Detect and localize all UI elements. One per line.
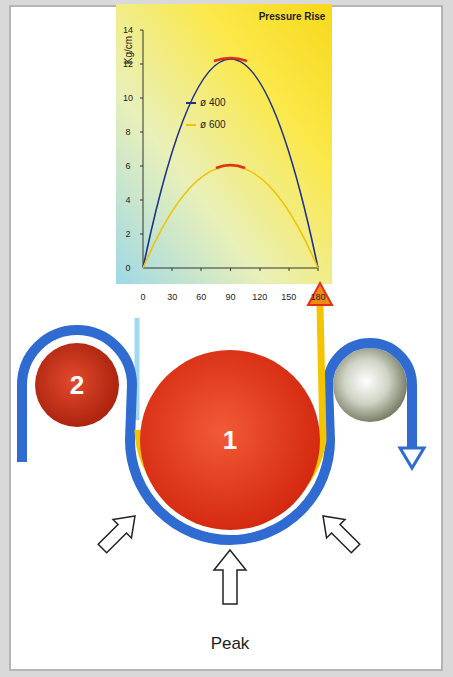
tick-label: 120 bbox=[252, 293, 267, 302]
peak-mark bbox=[214, 58, 247, 61]
curve-600 bbox=[143, 166, 318, 268]
roll-circle: 2 bbox=[35, 343, 119, 427]
chart-title: Pressure Rise bbox=[259, 12, 326, 22]
guide-roll bbox=[333, 348, 407, 422]
tick-label: 90 bbox=[225, 293, 235, 302]
tick-label: 0 bbox=[140, 293, 145, 302]
legend-label: ø 600 bbox=[200, 120, 226, 130]
tick-label: 10 bbox=[123, 94, 133, 103]
tick-label: 180 bbox=[311, 293, 326, 302]
paper-arrow bbox=[308, 283, 332, 305]
legend-label: ø 400 bbox=[200, 98, 226, 108]
tick-label: 150 bbox=[281, 293, 296, 302]
legend-sample bbox=[186, 102, 196, 104]
tick-label: 6 bbox=[125, 162, 130, 171]
peak-label: Peak bbox=[211, 635, 250, 652]
tick-label: 2 bbox=[125, 230, 130, 239]
felt-band bbox=[22, 330, 412, 540]
tick-label: 0 bbox=[125, 264, 130, 273]
tick-label: 14 bbox=[123, 26, 133, 35]
tick-label: 12 bbox=[123, 60, 133, 69]
curve-400 bbox=[143, 59, 318, 268]
tick-label: 60 bbox=[196, 293, 206, 302]
y-axis bbox=[143, 30, 144, 268]
peak-mark bbox=[216, 165, 245, 168]
ticks bbox=[140, 30, 318, 271]
tick-label: 4 bbox=[125, 196, 130, 205]
legend-sample bbox=[186, 124, 196, 126]
roll-number: 1 bbox=[223, 427, 237, 453]
roll-circle: 1 bbox=[140, 350, 320, 530]
tick-label: 8 bbox=[125, 128, 130, 137]
chart-panel bbox=[116, 4, 332, 284]
felt-arrow bbox=[400, 448, 424, 468]
tick-label: 30 bbox=[167, 293, 177, 302]
roll-number: 2 bbox=[70, 372, 84, 398]
